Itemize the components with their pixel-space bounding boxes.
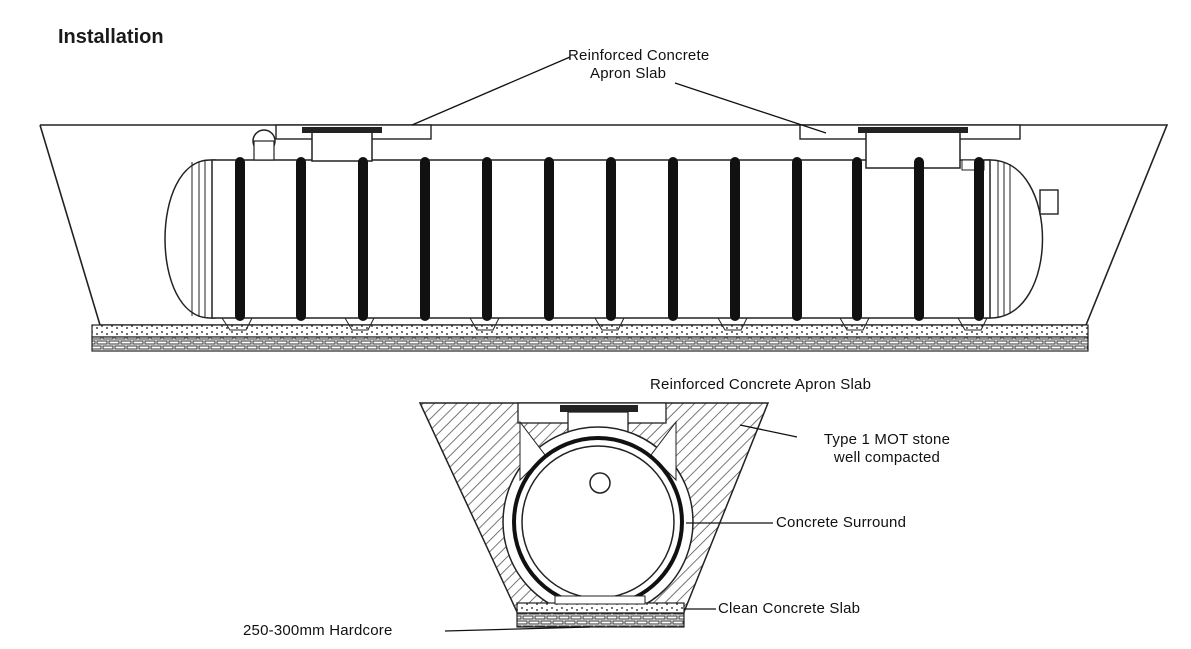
apron-leader-lines [411, 56, 827, 134]
concrete-surround-label: Concrete Surround [776, 514, 907, 531]
cross-section [418, 402, 770, 628]
apron-slab-section-label: Reinforced Concrete Apron Slab [650, 376, 872, 393]
stone-label-line1: Type 1 MOT stone [823, 431, 951, 448]
apron-slab-label-line1: Reinforced Concrete [568, 47, 710, 64]
apron-slab-label-line2: Apron Slab [590, 65, 667, 82]
page-title: Installation [58, 26, 164, 48]
clean-concrete-slab-label: Clean Concrete Slab [718, 600, 861, 617]
section-leader-lines [444, 424, 798, 632]
tank-ribs [235, 157, 984, 321]
base-slab-elevation [91, 324, 1089, 352]
stone-label-line2: well compacted [833, 449, 941, 466]
hardcore-label: 250-300mm Hardcore [243, 622, 393, 639]
